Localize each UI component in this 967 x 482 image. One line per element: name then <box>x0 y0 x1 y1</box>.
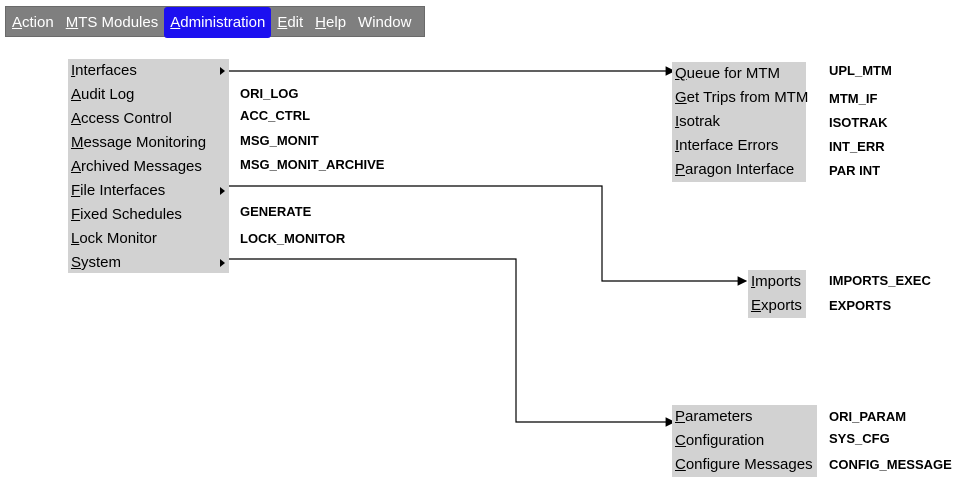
menu-item-isotrak[interactable]: Isotrak <box>675 113 721 130</box>
menu-item-audit-log[interactable]: Audit Log <box>71 86 135 103</box>
menu-item-fixed-schedules[interactable]: Fixed Schedules <box>71 206 182 223</box>
menu-item-parameters[interactable]: Parameters <box>675 408 753 425</box>
menu-item-interface-errors[interactable]: Interface Errors <box>675 137 779 154</box>
submenu-arrow-icon <box>220 187 225 195</box>
code-parameters: ORI_PARAM <box>829 409 907 424</box>
menu-window[interactable]: Window <box>358 14 412 31</box>
menu-item-system[interactable]: System <box>71 251 229 275</box>
code-configuration: SYS_CFG <box>829 431 890 446</box>
code-configure-messages: CONFIG_MESSAGE <box>829 457 952 472</box>
code-message-monitoring: MSG_MONIT <box>240 133 319 148</box>
menu-help[interactable]: Help <box>315 14 347 31</box>
connector-file-interfaces <box>229 185 748 286</box>
code-isotrak: ISOTRAK <box>829 115 888 130</box>
menu-action[interactable]: Action <box>12 14 54 31</box>
file-interfaces-submenu: Imports Exports <box>748 270 806 318</box>
interfaces-submenu: Queue for MTM Get Trips from MTM Isotrak… <box>672 62 809 182</box>
submenu-arrow-icon <box>220 67 225 75</box>
menu-item-configure-messages[interactable]: Configure Messages <box>675 456 813 473</box>
code-exports: EXPORTS <box>829 298 892 313</box>
code-get-trips-from-mtm: MTM_IF <box>829 91 878 106</box>
code-audit-log: ORI_LOG <box>240 86 299 101</box>
menu-item-imports[interactable]: Imports <box>751 273 802 290</box>
menu-item-file-interfaces[interactable]: File Interfaces <box>71 179 229 203</box>
code-lock-monitor: LOCK_MONITOR <box>240 231 346 246</box>
menu-item-lock-monitor[interactable]: Lock Monitor <box>71 230 157 247</box>
menu-item-paragon-interface[interactable]: Paragon Interface <box>675 161 795 178</box>
code-fixed-schedules: GENERATE <box>240 204 312 219</box>
menu-item-get-trips-from-mtm[interactable]: Get Trips from MTM <box>675 89 809 106</box>
code-interface-errors: INT_ERR <box>829 139 885 154</box>
menu-item-access-control[interactable]: Access Control <box>71 110 172 127</box>
code-archived-messages: MSG_MONIT_ARCHIVE <box>240 157 385 172</box>
code-queue-for-mtm: UPL_MTM <box>829 63 892 78</box>
code-access-control: ACC_CTRL <box>240 108 311 123</box>
menu-administration[interactable]: Administration <box>164 7 272 38</box>
menu-bar: Action MTS Modules Administration Edit H… <box>5 6 425 38</box>
menu-mts-modules[interactable]: MTS Modules <box>65 14 159 31</box>
menu-item-message-monitoring[interactable]: Message Monitoring <box>71 134 207 151</box>
code-imports: IMPORTS_EXEC <box>829 273 931 288</box>
code-paragon-interface: PAR INT <box>829 163 881 178</box>
menu-item-configuration[interactable]: Configuration <box>675 432 765 449</box>
administration-menu: Interfaces Audit Log Access Control Mess… <box>68 59 229 273</box>
system-submenu: Parameters Configuration Configure Messa… <box>672 405 817 477</box>
menu-item-archived-messages[interactable]: Archived Messages <box>71 158 202 175</box>
menu-item-interfaces[interactable]: Interfaces <box>71 59 229 83</box>
connector-system <box>229 258 676 427</box>
submenu-arrow-icon <box>220 259 225 267</box>
menu-edit[interactable]: Edit <box>277 14 304 31</box>
menu-item-exports[interactable]: Exports <box>751 297 802 314</box>
menu-item-queue-for-mtm[interactable]: Queue for MTM <box>675 65 781 82</box>
